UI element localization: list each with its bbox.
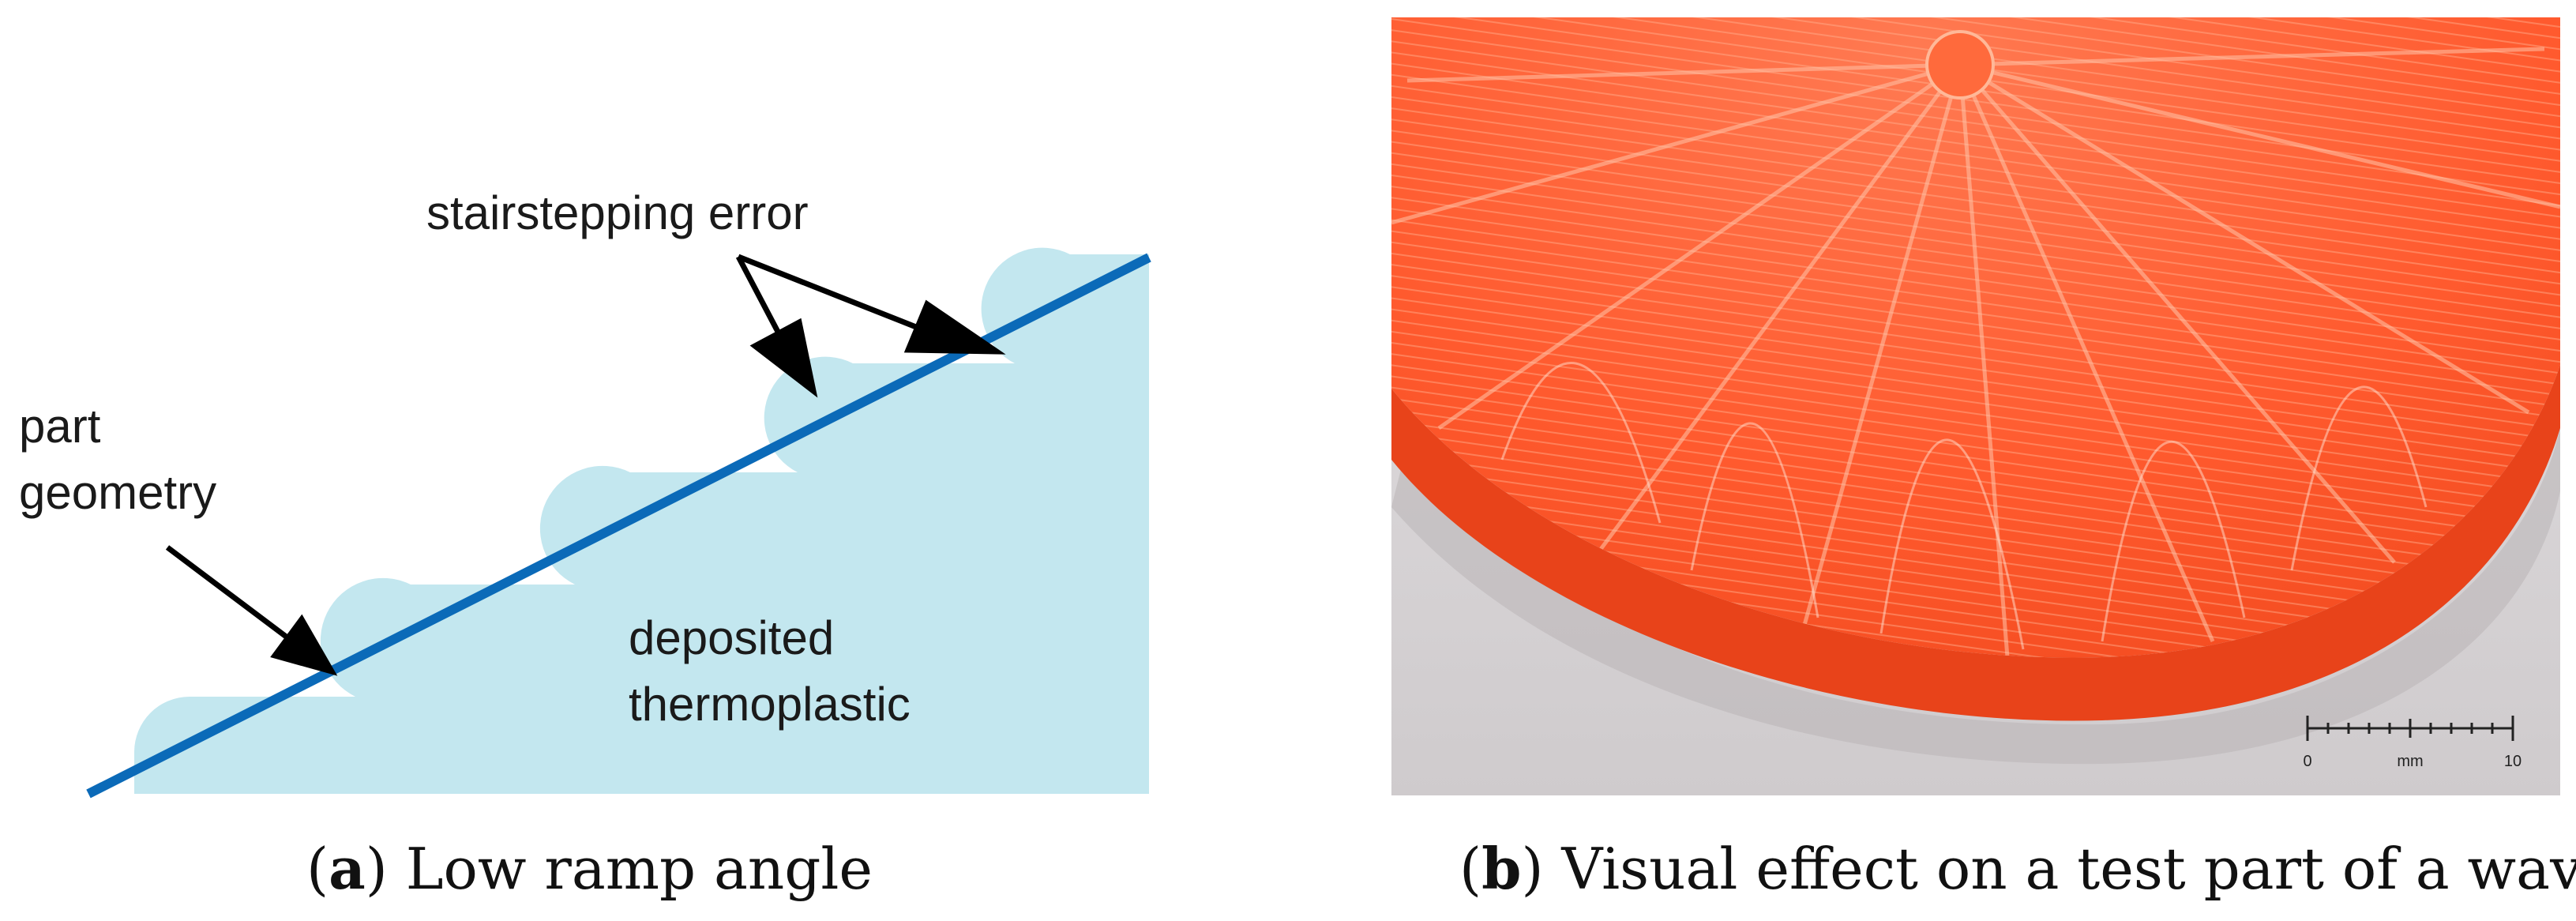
arrow-stairstep-2-head bbox=[903, 299, 1006, 355]
label-geometry: geometry bbox=[19, 466, 217, 519]
arrow-part-geometry-head bbox=[270, 614, 338, 676]
part-side-wall bbox=[1391, 365, 2560, 721]
test-part-photo: 0 mm 10 bbox=[1391, 17, 2560, 795]
scale-bar-end: 10 bbox=[2504, 753, 2522, 770]
arrow-stairstep-1 bbox=[735, 255, 781, 333]
scale-bar-unit: mm bbox=[2397, 753, 2423, 770]
part-shadow bbox=[1391, 428, 2560, 765]
panel-b-photo: 0 mm 10 bbox=[1391, 17, 2560, 795]
panel-a-diagram: stairstepping error part geometry deposi… bbox=[0, 0, 1295, 806]
annotation-arrows bbox=[165, 254, 1006, 676]
layer-2 bbox=[320, 577, 1149, 697]
arrow-stairstep-1-head bbox=[749, 318, 818, 398]
layer-1 bbox=[134, 697, 1149, 794]
deposited-layers bbox=[134, 247, 1149, 794]
caption-a-text: Low ramp angle bbox=[405, 836, 873, 902]
scale-bar-start: 0 bbox=[2303, 753, 2311, 770]
arrow-stairstep-2 bbox=[737, 254, 918, 330]
caption-b-letter: b bbox=[1481, 835, 1522, 902]
scale-bar bbox=[2306, 716, 2514, 741]
label-deposited: deposited bbox=[629, 611, 835, 664]
label-stairstepping-error: stairstepping error bbox=[426, 186, 809, 239]
stairstepping-diagram bbox=[86, 247, 1151, 799]
label-part: part bbox=[19, 400, 101, 453]
label-thermoplastic: thermoplastic bbox=[629, 678, 911, 731]
caption-a: (a) Low ramp angle bbox=[306, 835, 873, 902]
layer-4 bbox=[764, 356, 1149, 472]
arrow-part-geometry bbox=[165, 545, 291, 641]
layer-3 bbox=[539, 465, 1149, 585]
caption-b: (b) Visual effect on a test part of a wa… bbox=[1459, 829, 2576, 908]
caption-b-text: Visual effect on a test part of a wave bbox=[1561, 836, 2576, 902]
caption-a-letter: a bbox=[329, 835, 366, 902]
